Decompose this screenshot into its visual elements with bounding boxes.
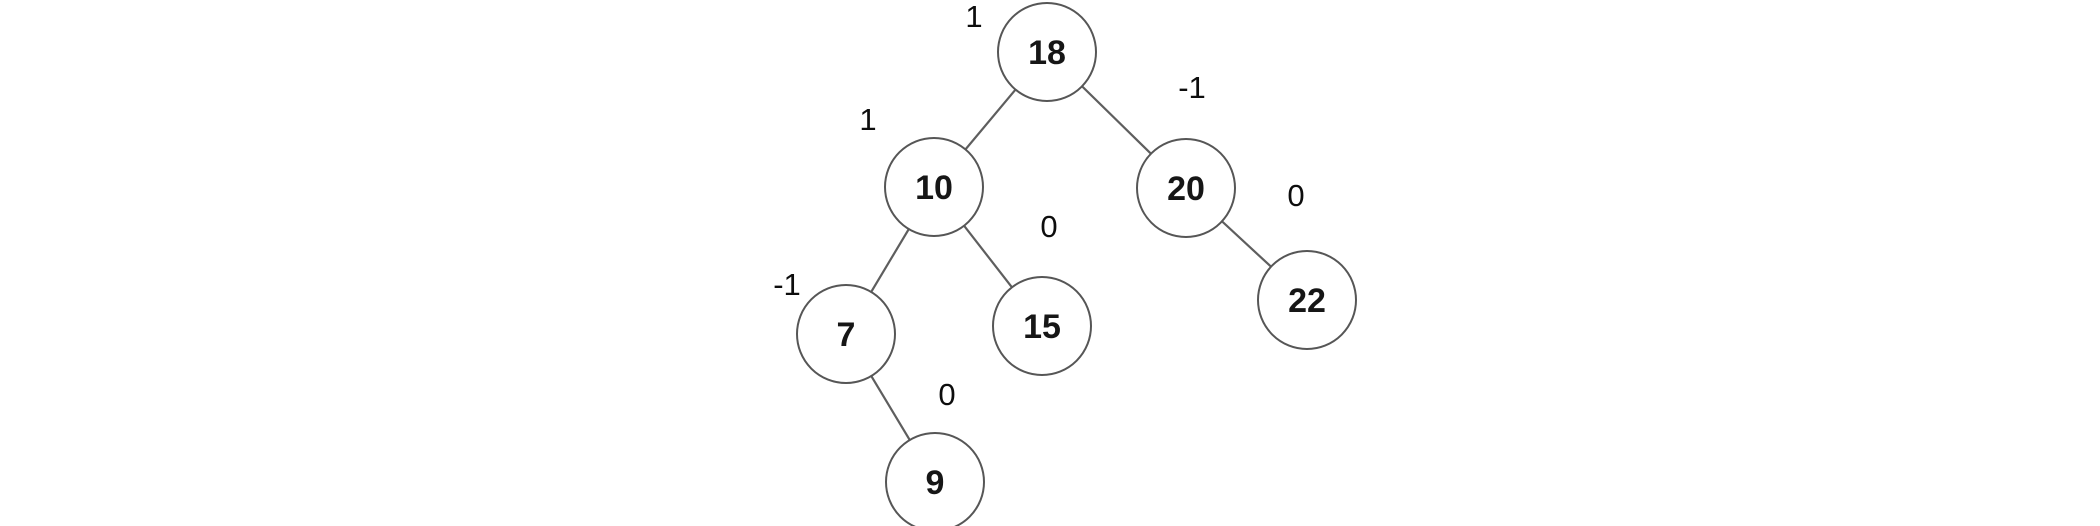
tree-node-18: 18 (997, 2, 1097, 102)
tree-node-circle-22 (1257, 250, 1357, 350)
tree-node-20: 20 (1136, 138, 1236, 238)
tree-node-value-10: 10 (915, 169, 953, 207)
tree-node-15: 15 (992, 276, 1092, 376)
tree-node-value-18: 18 (1028, 34, 1066, 72)
tree-node-circle-9 (885, 432, 985, 526)
tree-node-circle-15 (992, 276, 1092, 376)
balance-factor-label-22: 0 (1287, 178, 1304, 213)
balance-factor-label-9: 0 (938, 377, 955, 412)
tree-node-circle-7 (796, 284, 896, 384)
tree-node-10: 10 (884, 137, 984, 237)
balance-factor-label-10: 1 (859, 102, 876, 137)
balance-factor-label-7: -1 (773, 267, 801, 302)
tree-node-value-9: 9 (926, 464, 945, 502)
tree-node-circle-18 (997, 2, 1097, 102)
tree-node-value-7: 7 (837, 316, 856, 354)
balance-factor-label-18: 1 (965, 0, 982, 34)
tree-node-7: 7 (796, 284, 896, 384)
tree-node-9: 9 (885, 432, 985, 526)
tree-node-value-20: 20 (1167, 170, 1205, 208)
balance-factor-label-15: 0 (1040, 209, 1057, 244)
tree-node-circle-10 (884, 137, 984, 237)
balance-factor-label-20: -1 (1178, 70, 1206, 105)
tree-node-value-15: 15 (1023, 308, 1061, 346)
tree-node-circle-20 (1136, 138, 1236, 238)
tree-node-value-22: 22 (1288, 282, 1326, 320)
tree-node-22: 22 (1257, 250, 1357, 350)
